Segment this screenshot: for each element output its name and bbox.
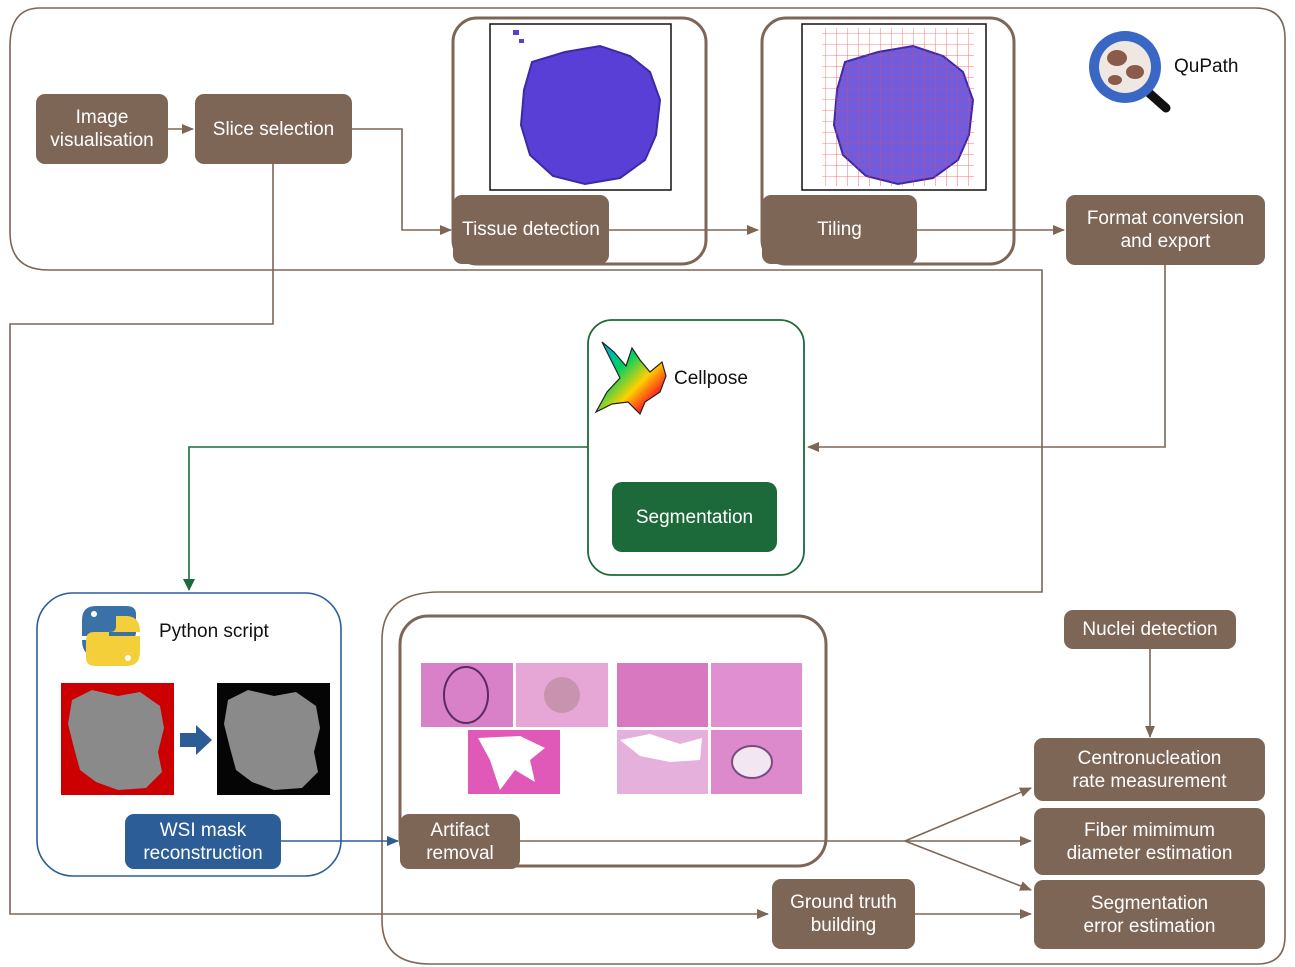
nuclei-detection-step: Nuclei detection [1064,610,1236,649]
wsi-mask-reconstruction-step: WSI mask reconstruction [125,814,281,869]
fiber-diameter-step: Fiber mimimum diameter estimation [1034,808,1265,875]
cellpose-label: Cellpose [674,368,748,389]
image-visualisation-step: Image visualisation [36,94,168,164]
qupath-frame [9,7,1286,965]
centronucleation-step: Centronucleation rate measurement [1034,738,1265,801]
mask-cells-gray [224,690,320,790]
arrow-to-centronucleation [904,787,1032,842]
slice-selection-step: Slice selection [195,94,352,164]
segmentation-error-step: Segmentation error estimation [1034,880,1265,949]
tiling-step: Tiling [762,195,917,264]
arrow-slice-groundtruth [9,164,769,919]
arrow-format-cellpose [807,265,1166,452]
arrow-to-segerror [904,840,1032,891]
segmentation-step: Segmentation [612,482,777,552]
tissue-slice-image [519,44,662,186]
python-script-label: Python script [159,621,269,642]
cellpose-icon [594,341,667,416]
qupath-logo [1089,31,1171,113]
artifact-images [421,663,802,794]
python-logo [82,606,140,666]
ground-truth-step: Ground truth building [772,879,915,949]
artifact-removal-step: Artifact removal [400,814,520,869]
mask-cells-gray [68,690,164,790]
arrow-cellpose-python [183,446,588,591]
tissue-panel [451,16,708,266]
tissue-detection-step: Tissue detection [453,195,609,264]
arrow-slice-tissue [352,128,452,235]
artifact-panel [398,614,828,868]
arrow-right-icon [180,725,212,755]
tiling-grid-overlay [834,46,974,186]
qupath-label: QuPath [1174,56,1239,77]
tiling-panel [760,16,1016,266]
tissue-speck [513,30,519,35]
format-conversion-step: Format conversion and export [1066,195,1265,265]
tissue-speck [519,39,524,43]
python-panel [36,592,342,877]
